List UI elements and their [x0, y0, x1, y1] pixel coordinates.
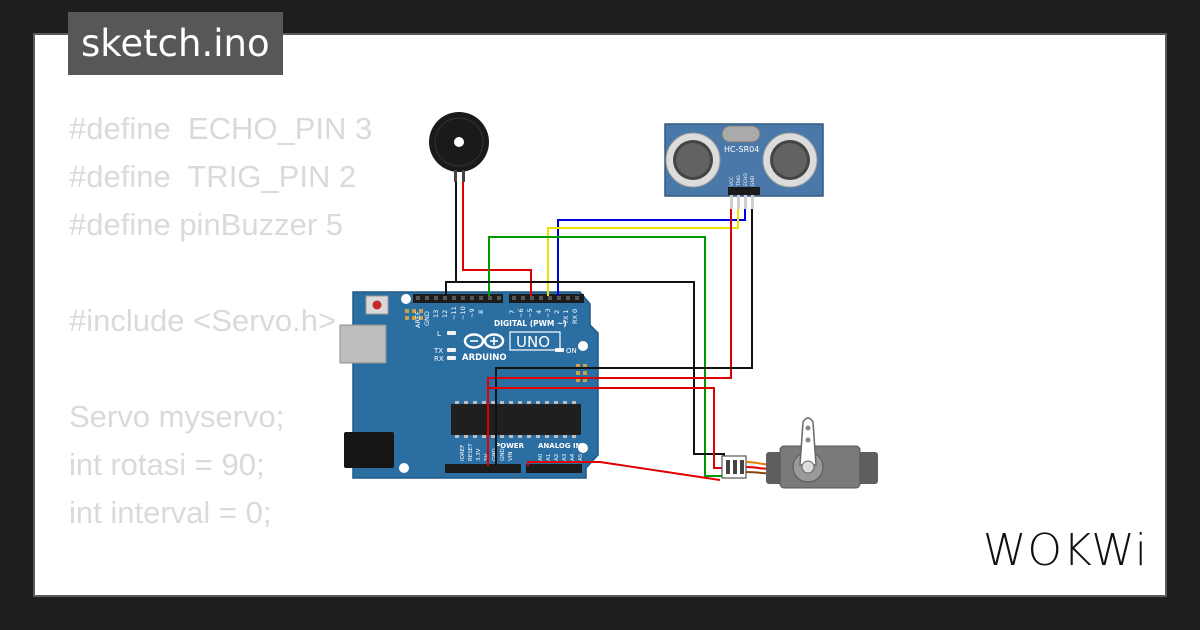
code-line: #define ECHO_PIN 3	[69, 111, 373, 146]
buzzer[interactable]	[429, 112, 489, 182]
pin-label-8: 8	[477, 310, 485, 314]
wire-echo	[557, 209, 746, 296]
pin-label-a2: A2	[554, 454, 560, 461]
digital-header-1	[413, 294, 503, 303]
uno-badge	[509, 331, 561, 351]
arduino-board[interactable]: AREF GND 13 12 ~11 ~10 ~9 8 7 ~6 ~5 4 ~3…	[339, 291, 599, 479]
pin-label-a0: A0	[538, 453, 544, 461]
pin-label-ioref: IOREF	[460, 445, 466, 461]
arduino-logo-icon	[463, 333, 505, 349]
led-rx	[447, 356, 456, 360]
code-line: #define TRIG_PIN 2	[69, 159, 357, 194]
analog-header	[526, 464, 582, 473]
wire-buzzer-signal	[462, 182, 532, 296]
digital-header-label: DIGITAL (PWM ~)	[494, 319, 567, 328]
uno-label: UNO	[516, 333, 550, 351]
pin-label-a3: A3	[562, 453, 568, 461]
pin-label-a4: A4	[570, 453, 576, 461]
servo-motor[interactable]	[721, 417, 878, 489]
usb-port	[339, 324, 387, 364]
led-label-on: ON	[566, 347, 577, 355]
led-tx	[447, 348, 456, 352]
power-jack	[344, 432, 394, 468]
sensor-pin-label-echo: ECHO	[743, 173, 749, 186]
pin-label-4: 4	[535, 310, 543, 314]
sensor-pin-label-trig: TRIG	[736, 175, 742, 187]
pin-label-3v3: 3.3V	[476, 448, 482, 461]
transducer-left	[665, 132, 721, 188]
pin-label-11: ~11	[450, 306, 458, 320]
pin-label-reset: RESET	[468, 443, 474, 461]
ultrasonic-sensor[interactable]: HC-SR04 VCC TRIG ECHO GND	[664, 123, 824, 209]
pin-label-13: 13	[432, 310, 440, 318]
canvas-card: #define ECHO_PIN 3 #define TRIG_PIN 2 #d…	[33, 33, 1167, 597]
wire-sensor-gnd	[495, 209, 753, 466]
led-label-l: L	[437, 330, 441, 338]
wire-servo-signal	[488, 236, 724, 477]
arduino-brand: ARDUINO	[462, 353, 507, 363]
code-line: #include <Servo.h>	[69, 303, 337, 338]
pin-label-7: 7	[508, 310, 516, 314]
wires	[445, 182, 753, 481]
led-label-rx: RX	[434, 355, 444, 363]
code-line: #define pinBuzzer 5	[69, 207, 344, 242]
file-tab[interactable]: sketch.ino	[68, 12, 283, 75]
code-background: #define ECHO_PIN 3 #define TRIG_PIN 2 #d…	[69, 105, 407, 595]
sensor-pin-label-gnd: GND	[750, 175, 756, 186]
microcontroller-chip	[451, 404, 581, 435]
pin-label-9: ~9	[468, 308, 476, 318]
pin-label-aref: AREF	[414, 311, 422, 328]
wokwi-logo: WOKWi	[982, 525, 1148, 576]
power-header	[445, 464, 521, 473]
code-line: int interval = 0;	[69, 495, 272, 530]
code-line: Servo myservo;	[69, 399, 285, 434]
pin-label-gnd-2: GND	[500, 448, 506, 461]
pin-label-2: 2	[553, 310, 561, 314]
pin-label-5: ~5	[526, 308, 534, 318]
pin-label-rx: RX 0	[571, 309, 579, 324]
wire-trig	[547, 209, 739, 296]
digital-header-2	[509, 294, 584, 303]
transducer-right	[762, 132, 818, 188]
wire-sensor-vcc	[487, 209, 732, 466]
wire-buzzer-gnd	[445, 182, 457, 296]
power-label: POWER	[495, 442, 525, 450]
wire-servo-vcc	[488, 387, 724, 469]
sensor-model-label: HC-SR04	[724, 145, 759, 154]
code-line: int rotasi = 90;	[69, 447, 265, 482]
reset-button-cap	[372, 300, 382, 310]
pin-label-gnd: GND	[423, 311, 431, 326]
pin-label-tx: TX 1	[562, 309, 570, 325]
pin-label-3: ~3	[544, 308, 552, 318]
led-l	[447, 331, 456, 335]
pin-label-12: 12	[441, 310, 449, 318]
crystal-oscillator	[721, 125, 761, 143]
led-label-tx: TX	[433, 347, 443, 355]
pin-label-vin: VIN	[508, 452, 514, 462]
pin-label-a5: A5	[578, 453, 584, 461]
wire-analog	[527, 461, 721, 481]
analog-label: ANALOG IN	[538, 442, 582, 450]
pin-label-10: ~10	[459, 306, 467, 320]
code-line: float readDistanceCM() {	[69, 585, 407, 595]
pin-label-a1: A1	[546, 454, 552, 461]
sensor-pin-label-vcc: VCC	[729, 177, 735, 186]
pin-label-6: ~6	[517, 308, 525, 318]
